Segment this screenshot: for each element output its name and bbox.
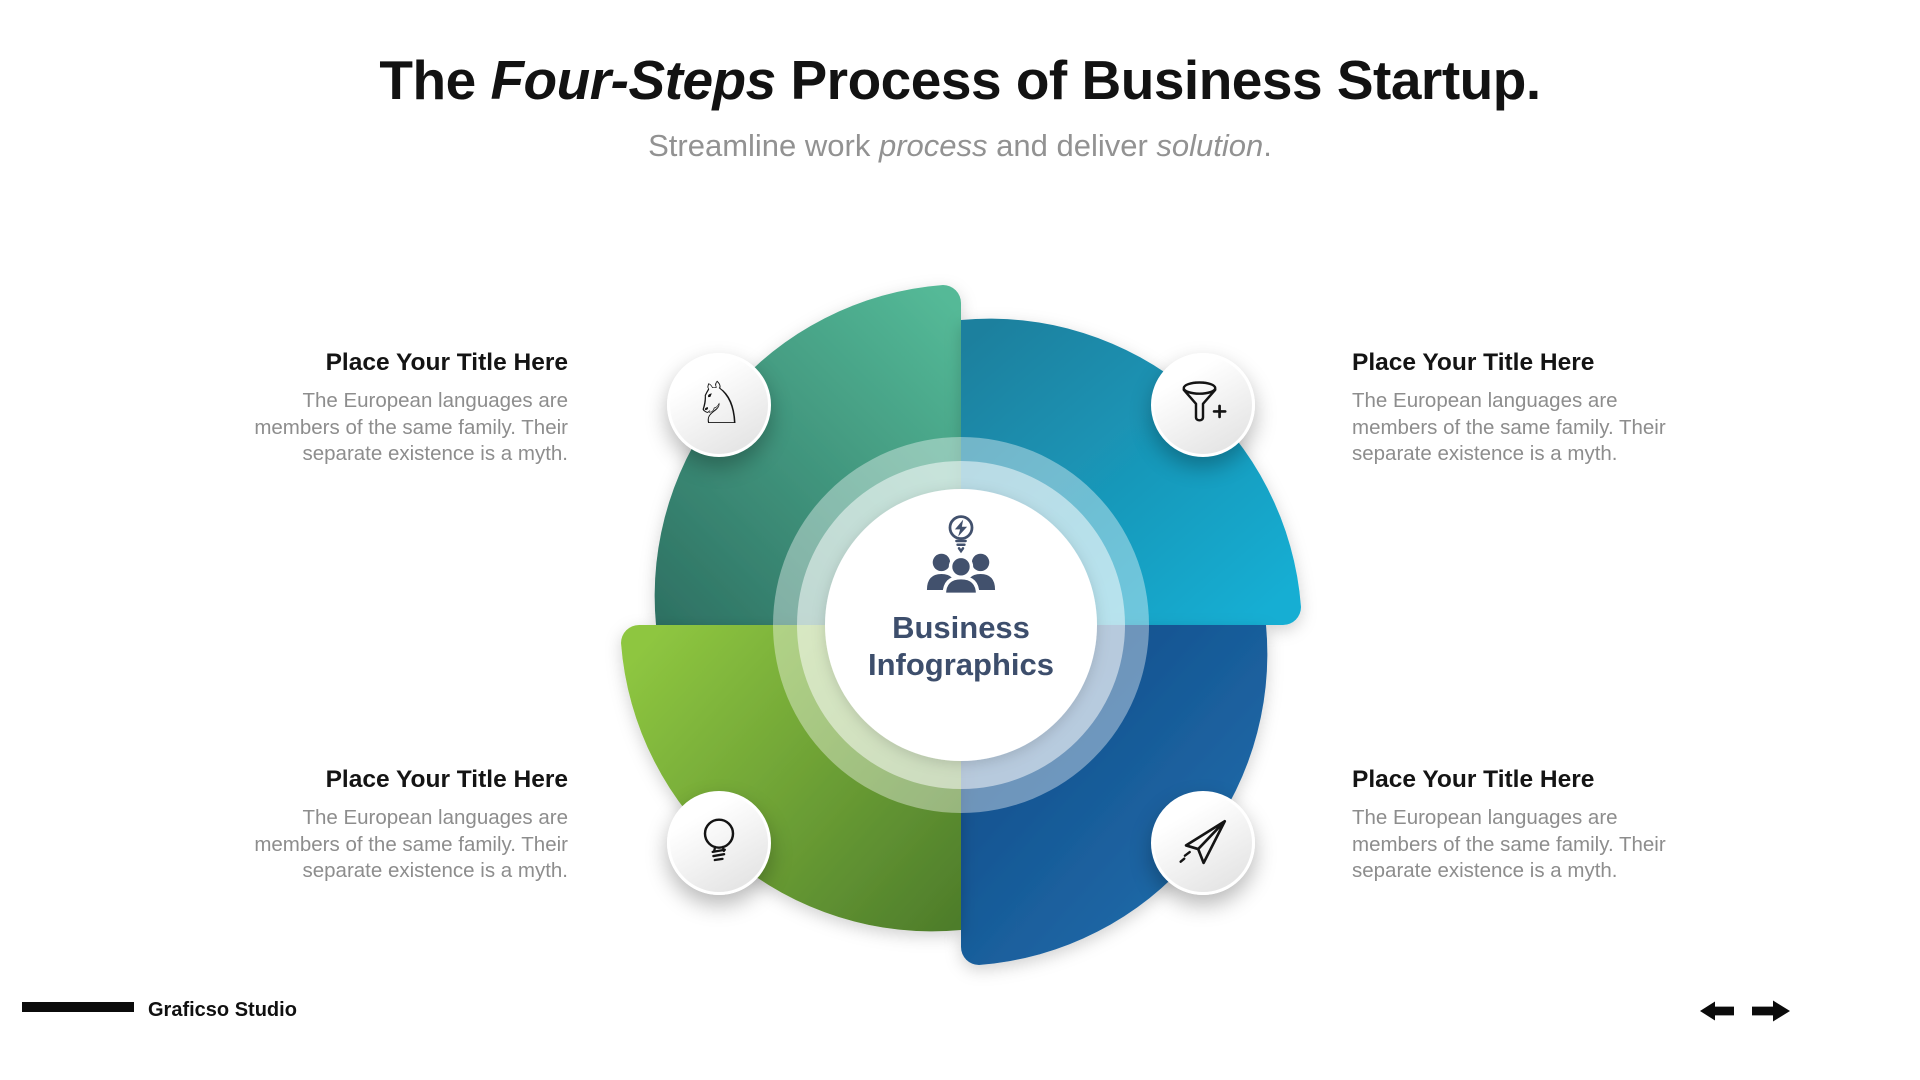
subtitle-part: . <box>1263 128 1272 163</box>
center-badge: Business Infographics <box>821 513 1101 743</box>
center-title-line2: Infographics <box>867 647 1054 682</box>
step-icon-badge-bottom-right <box>1151 791 1255 895</box>
step-body: The European languages are members of th… <box>1352 806 1666 882</box>
subtitle-part-italic: solution <box>1156 128 1264 163</box>
page-title: The Four-Steps Process of Business Start… <box>0 48 1920 112</box>
slide-nav-arrows <box>1700 1000 1790 1022</box>
step-title: Place Your Title Here <box>1352 349 1595 376</box>
step-body: The European languages are members of th… <box>1352 389 1666 465</box>
step-block-bottom-left: Place Your Title Here The European langu… <box>216 766 568 885</box>
paper-plane-icon <box>1179 819 1227 865</box>
title-part: Process of Business Startup. <box>775 49 1541 111</box>
center-disc <box>825 489 1097 761</box>
step-body: The European languages are members of th… <box>254 389 568 465</box>
center-title-line1: Business <box>892 610 1030 645</box>
right-arrow-icon[interactable] <box>1752 1000 1790 1022</box>
team-idea-icon <box>926 515 996 597</box>
step-title: Place Your Title Here <box>325 766 568 793</box>
subtitle-part: Streamline work <box>648 128 879 163</box>
lightbulb-icon <box>703 818 735 862</box>
left-arrow-icon[interactable] <box>1700 1001 1734 1021</box>
page-subtitle: Streamline work process and deliver solu… <box>0 128 1920 164</box>
step-title: Place Your Title Here <box>325 349 568 376</box>
step-icon-badge-top-left: ♘ <box>667 353 771 457</box>
chess-knight-icon: ♘ <box>693 369 745 437</box>
footer-accent-bar <box>22 1002 134 1012</box>
title-part: The <box>379 49 491 111</box>
pinwheel-diagram <box>621 285 1301 965</box>
brand-label: Graficso Studio <box>148 999 297 1021</box>
step-icon-badge-top-right <box>1151 353 1255 457</box>
step-block-top-right: Place Your Title Here The European langu… <box>1352 349 1704 468</box>
step-body: The European languages are members of th… <box>254 806 568 882</box>
subtitle-part: and deliver <box>987 128 1157 163</box>
step-block-top-left: Place Your Title Here The European langu… <box>216 349 568 468</box>
step-title: Place Your Title Here <box>1352 766 1595 793</box>
title-part-italic: Four-Steps <box>490 49 776 111</box>
subtitle-part-italic: process <box>878 128 988 163</box>
funnel-plus-icon <box>1182 381 1227 422</box>
step-block-bottom-right: Place Your Title Here The European langu… <box>1352 766 1704 885</box>
step-icon-badge-bottom-left <box>667 791 771 895</box>
